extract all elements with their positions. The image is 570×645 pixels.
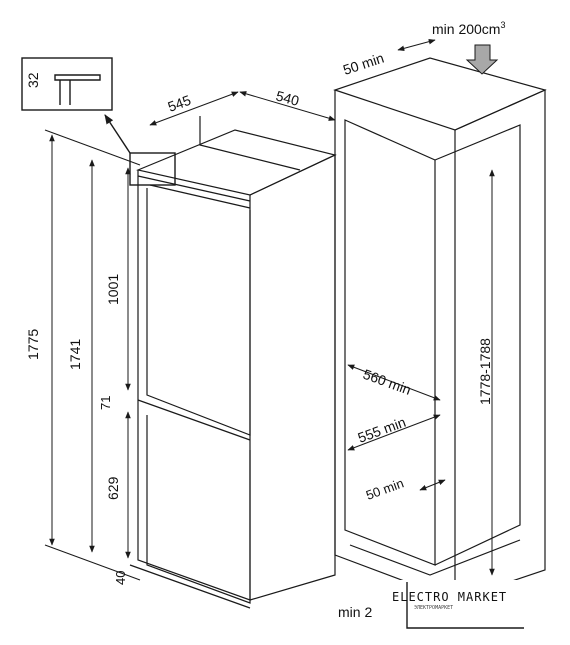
watermark-title: ELECTRO MARKET — [392, 590, 507, 604]
top-vent-sup: 3 — [500, 20, 505, 30]
lower-door-label: 629 — [105, 476, 121, 500]
bottom-vent-label: min 2 — [338, 604, 372, 620]
niche-depth-label: 555 min — [356, 414, 408, 446]
top-clearance-dim — [397, 38, 436, 52]
total-height-label: 1775 — [25, 329, 41, 360]
top-vent-text: min 200cm — [432, 21, 500, 37]
base-label: 40 — [113, 571, 128, 585]
vent-arrow — [465, 44, 499, 75]
back-clearance-dim — [419, 479, 446, 491]
inset-frame — [21, 57, 113, 111]
top-vent-label: min 200cm3 — [432, 20, 505, 37]
depth-dim — [149, 91, 239, 126]
upper-door — [146, 188, 251, 436]
niche-front-left — [334, 90, 456, 601]
niche-opening — [344, 119, 436, 566]
watermark-subtitle: ЭЛЕКТРОМАРКЕТ — [414, 605, 453, 611]
dimension-lines — [44, 91, 336, 581]
upper-door-label: 1001 — [105, 274, 121, 305]
fridge-outline — [129, 116, 337, 609]
watermark-corner — [406, 582, 524, 629]
ext-bottom — [44, 544, 141, 581]
niche-back — [434, 124, 521, 566]
top-clearance-label: 50 min — [341, 50, 386, 78]
fridge-front — [137, 170, 251, 601]
top-trim-inner — [149, 184, 251, 209]
width-label: 540 — [274, 87, 301, 109]
hinge-detail — [199, 116, 301, 171]
inset-height-label: 32 — [25, 72, 41, 88]
width-dim — [239, 91, 336, 121]
lower-door — [146, 415, 251, 604]
inset-detail — [21, 57, 176, 186]
inset-hinge-shape — [54, 74, 101, 105]
base-line — [129, 564, 251, 609]
ext-top — [44, 129, 141, 166]
niche-right-wall — [454, 89, 546, 601]
inset-pointer-arrow — [104, 114, 131, 154]
niche-outline — [333, 57, 547, 601]
gap-label: 71 — [98, 396, 113, 410]
body-height-label: 1741 — [67, 339, 83, 370]
top-trim — [137, 175, 251, 202]
niche-width-label: 560 min — [361, 366, 413, 398]
back-clearance-label: 50 min — [364, 475, 406, 502]
watermark-bg — [388, 580, 528, 628]
niche-width-dim — [347, 364, 441, 401]
depth-label: 545 — [166, 92, 194, 115]
handle-gap-line — [137, 399, 251, 441]
fridge-side — [249, 154, 336, 601]
niche-height-label: 1778-1788 — [477, 338, 493, 405]
niche-dimension-lines — [347, 38, 495, 576]
niche-depth-dim — [347, 414, 441, 451]
watermark: ELECTRO MARKET ЭЛЕКТРОМАРКЕТ — [388, 580, 528, 629]
